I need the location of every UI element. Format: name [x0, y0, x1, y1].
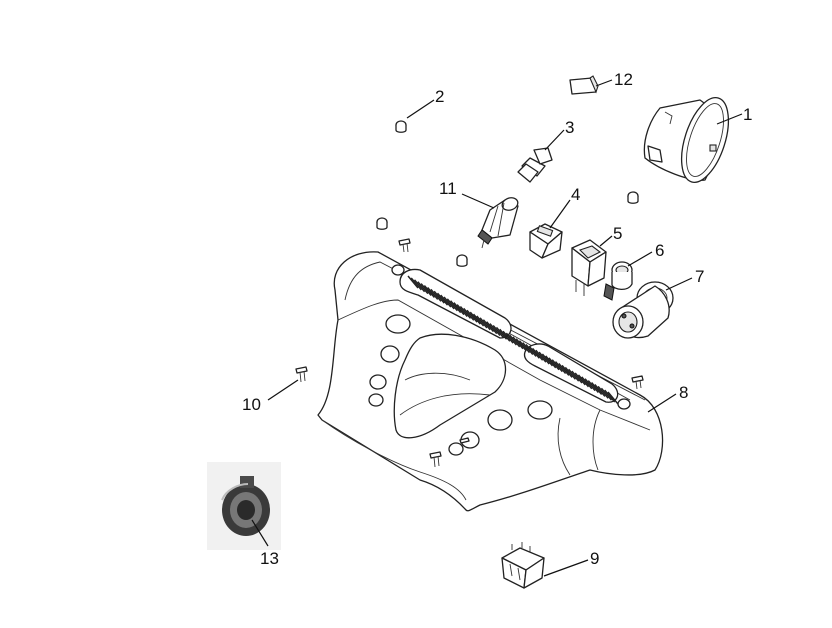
grille-tooth [587, 380, 599, 394]
grille-tooth [492, 324, 504, 338]
grille-tooth [423, 285, 435, 298]
grille-tooth [564, 366, 576, 380]
callout-labels: 1 2 3 4 5 6 7 8 9 10 11 12 13 [242, 70, 752, 568]
grille-tooth [518, 340, 531, 354]
callout-6: 6 [655, 241, 664, 260]
grille-tooth [440, 294, 452, 308]
grille-tooth [505, 332, 517, 346]
screws [295, 238, 644, 468]
grille-tooth [417, 281, 429, 295]
callout-2: 2 [435, 87, 444, 106]
grille-tooth [502, 330, 514, 344]
grille-tooth [541, 353, 553, 367]
grille-tooth [433, 290, 445, 304]
switch-part-6 [603, 261, 633, 301]
grille-tooth [597, 385, 609, 399]
callout-4: 4 [571, 185, 580, 204]
grille-tooth [515, 338, 527, 352]
grille-tooth [489, 323, 501, 336]
ignition-part-11 [477, 197, 519, 249]
gauge-part-1 [643, 97, 730, 183]
bracket-part-12 [569, 75, 599, 95]
callout-10: 10 [242, 395, 261, 414]
callout-12: 12 [614, 70, 633, 89]
grille-tooth [486, 321, 498, 335]
nut-part-2 [395, 120, 407, 133]
grille-tooth [476, 315, 488, 329]
grille-tooth [607, 391, 619, 405]
grille-tooth [581, 376, 593, 390]
switch-part-4 [529, 223, 563, 259]
grille-tooth [604, 389, 616, 403]
grille-tooth [463, 307, 475, 321]
grille-tooth [568, 368, 580, 382]
callout-8: 8 [679, 383, 688, 402]
switch-part-7 [612, 281, 674, 339]
grille-tooth [545, 355, 557, 369]
grille-tooth [600, 387, 612, 401]
grille-tooth [558, 363, 570, 376]
grille-tooth [446, 298, 458, 312]
callout-7: 7 [695, 267, 704, 286]
grille-tooth [436, 292, 449, 306]
grille-tooth [525, 344, 537, 357]
grille-tooth [427, 286, 439, 300]
grille-tooth [410, 277, 422, 291]
grille-tooth [414, 279, 426, 293]
grille-tooth [479, 317, 491, 331]
grille-tooth [577, 374, 590, 388]
callout-11: 11 [439, 179, 457, 198]
horn-part-13 [207, 462, 281, 550]
grille-tooth [574, 372, 586, 386]
grille-tooth [522, 342, 534, 356]
grille-tooth [561, 364, 573, 378]
dashboard-panel-part-8 [317, 251, 664, 512]
leader-lines [251, 79, 743, 577]
grille-tooth [584, 378, 596, 392]
grille-tooth [430, 288, 442, 302]
grille-tooth [499, 328, 511, 342]
grille-tooth [571, 370, 583, 384]
grille-tooth [528, 345, 540, 359]
connector-part-3 [517, 147, 553, 183]
grille-tooth [456, 304, 468, 317]
grille-tooth [450, 300, 462, 314]
grille-tooth [420, 283, 432, 297]
grille-tooth [407, 275, 419, 289]
grille-tooth [512, 336, 524, 350]
callout-1: 1 [743, 105, 752, 124]
grille-tooth [509, 334, 521, 348]
grille-tooth [532, 347, 544, 361]
callout-13: 13 [260, 549, 279, 568]
relay-part-9 [501, 542, 545, 589]
grille-tooth [469, 311, 481, 325]
callout-9: 9 [590, 549, 599, 568]
grille-tooth [466, 309, 478, 323]
grille-tooth [482, 319, 494, 333]
callout-5: 5 [613, 224, 622, 243]
grille-tooth [551, 359, 563, 373]
grille-tooth [443, 296, 455, 310]
switch-part-5 [571, 239, 607, 296]
grille-tooth [591, 382, 603, 395]
nut-loose [376, 191, 639, 267]
grille-tooth [459, 305, 471, 319]
grille-tooth [548, 357, 560, 371]
grille-tooth [473, 313, 485, 327]
callout-3: 3 [565, 118, 574, 137]
grille-tooth [538, 351, 550, 365]
vent-grille [407, 275, 619, 405]
grille-tooth [555, 361, 567, 375]
grille-tooth [594, 383, 606, 397]
grille-tooth [495, 326, 508, 340]
grille-tooth [535, 349, 547, 363]
grille-tooth [453, 302, 465, 316]
